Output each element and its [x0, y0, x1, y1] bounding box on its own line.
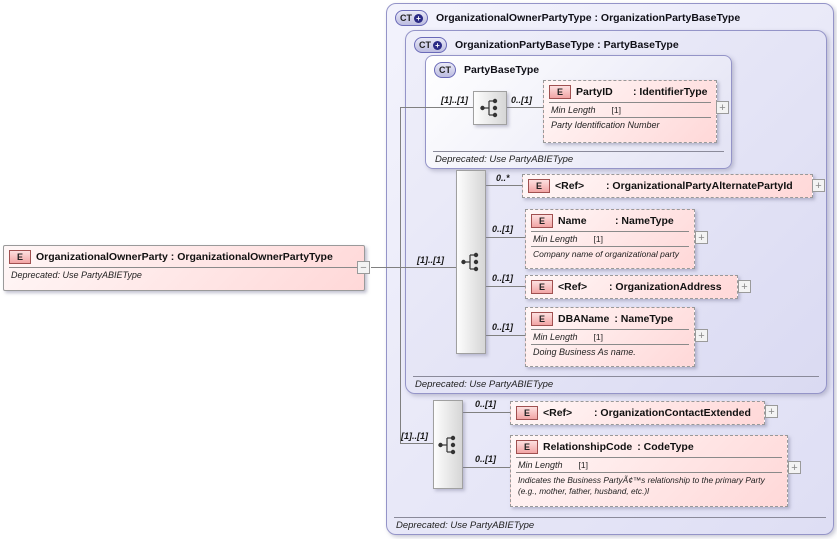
cardinality-label: [1]..[1]	[401, 431, 428, 441]
cardinality-label: 0..[1]	[475, 454, 497, 464]
element-e-icon: E	[549, 84, 571, 99]
complextype-title: PartyBaseType	[464, 64, 540, 76]
element-annotation: Doing Business As name.	[531, 344, 689, 358]
facet-value: [1]	[593, 332, 603, 342]
facet-value: [1]	[578, 460, 588, 470]
expand-button[interactable]: +	[765, 405, 778, 418]
connector-line	[484, 286, 525, 287]
facet-value: [1]	[593, 234, 603, 244]
element-annotation: (e.g., mother, father, husband, etc.)l	[518, 486, 649, 496]
connector-line	[461, 412, 510, 413]
element-organizationalownerparty[interactable]: E OrganizationalOwnerParty : Organizatio…	[3, 245, 365, 291]
element-e-icon: E	[531, 279, 553, 294]
plus-icon: +	[414, 13, 423, 23]
element-annotation: Indicates the Business PartyÃ¢™s relatio…	[518, 475, 765, 485]
connector-line	[484, 237, 525, 238]
element-dbaname[interactable]: E DBAName : NameType Min Length [1] Doin…	[525, 307, 695, 367]
deprecated-annotation: Deprecated: Use PartyABIEType	[433, 151, 724, 165]
element-e-icon: E	[9, 249, 31, 264]
element-e-icon: E	[516, 405, 538, 420]
connector-line	[400, 443, 433, 444]
expand-button[interactable]: +	[716, 101, 729, 114]
cardinality-label: [1]..[1]	[441, 95, 468, 105]
connector-line	[505, 107, 543, 108]
complextype-title: OrganizationPartyBaseType : PartyBaseTyp…	[455, 39, 679, 51]
connector-line	[484, 185, 522, 186]
element-ref-organizationaddress[interactable]: E <Ref> : OrganizationAddress	[525, 275, 738, 299]
cardinality-label: 0..[1]	[492, 322, 514, 332]
expand-button[interactable]: +	[812, 179, 825, 192]
element-name-nametype[interactable]: E Name : NameType Min Length [1] Company…	[525, 209, 695, 269]
expand-button[interactable]: +	[738, 280, 751, 293]
complextype-icon: CT	[434, 62, 456, 78]
element-name: DBAName	[558, 312, 610, 325]
element-annotation: Party Identification Number	[549, 117, 711, 131]
connector-line	[484, 335, 525, 336]
element-partyid[interactable]: E PartyID : IdentifierType Min Length [1…	[543, 80, 717, 143]
connector-line	[371, 267, 456, 268]
cardinality-label: 0..[1]	[492, 224, 514, 234]
element-ref-organizationcontactextended[interactable]: E <Ref> : OrganizationContactExtended	[510, 401, 765, 425]
plus-icon: +	[433, 40, 442, 50]
sequence-compositor[interactable]	[456, 170, 486, 354]
collapse-button[interactable]: −	[357, 261, 370, 274]
cardinality-label: 0..[1]	[492, 273, 514, 283]
sequence-icon	[461, 252, 479, 272]
sequence-compositor[interactable]	[473, 91, 507, 125]
element-name: Name	[558, 214, 587, 227]
element-e-icon: E	[528, 178, 550, 193]
element-name: RelationshipCode	[543, 440, 633, 453]
element-type: : NameType	[615, 214, 674, 227]
element-type: : NameType	[614, 312, 674, 325]
element-title: OrganizationalOwnerParty : Organizationa…	[36, 250, 333, 263]
complextype-icon: CT+	[414, 37, 447, 53]
element-type: : IdentifierType	[633, 85, 708, 98]
element-type: : CodeType	[637, 440, 694, 453]
facet-value: [1]	[611, 105, 621, 115]
expand-button[interactable]: +	[695, 231, 708, 244]
deprecated-annotation: Deprecated: Use PartyABIEType	[413, 376, 819, 390]
connector-line	[400, 107, 401, 443]
connector-line	[400, 107, 473, 108]
element-ref-alternatepartyid[interactable]: E <Ref> : OrganizationalPartyAlternatePa…	[522, 174, 813, 198]
cardinality-label: 0..*	[496, 173, 510, 183]
element-e-icon: E	[531, 311, 553, 326]
facet-name: Min Length	[533, 234, 578, 244]
expand-button[interactable]: +	[695, 329, 708, 342]
deprecated-annotation: Deprecated: Use PartyABIEType	[394, 517, 826, 531]
element-name: <Ref>	[558, 280, 588, 293]
element-name: <Ref>	[555, 179, 585, 192]
element-type: : OrganizationalPartyAlternatePartyId	[606, 179, 793, 192]
element-relationshipcode[interactable]: E RelationshipCode : CodeType Min Length…	[510, 435, 788, 507]
facet-name: Min Length	[518, 460, 563, 470]
element-name: <Ref>	[543, 406, 573, 419]
facet-name: Min Length	[533, 332, 578, 342]
element-type: : OrganizationContactExtended	[594, 406, 751, 419]
complextype-title: OrganizationalOwnerPartyType : Organizat…	[436, 12, 741, 24]
expand-button[interactable]: +	[788, 461, 801, 474]
cardinality-label: 0..[1]	[511, 95, 533, 105]
element-e-icon: E	[516, 439, 538, 454]
connector-line	[461, 467, 510, 468]
facet-name: Min Length	[551, 105, 596, 115]
cardinality-label: [1]..[1]	[417, 255, 444, 265]
sequence-icon	[480, 98, 498, 118]
sequence-icon	[438, 435, 456, 454]
cardinality-label: 0..[1]	[475, 399, 497, 409]
sequence-compositor[interactable]	[433, 400, 463, 489]
element-annotation: Company name of organizational party	[531, 246, 689, 260]
element-type: : OrganizationAddress	[609, 280, 722, 293]
complextype-icon: CT+	[395, 10, 428, 26]
deprecated-annotation: Deprecated: Use PartyABIEType	[9, 267, 359, 281]
element-e-icon: E	[531, 213, 553, 228]
element-name: PartyID	[576, 85, 613, 98]
